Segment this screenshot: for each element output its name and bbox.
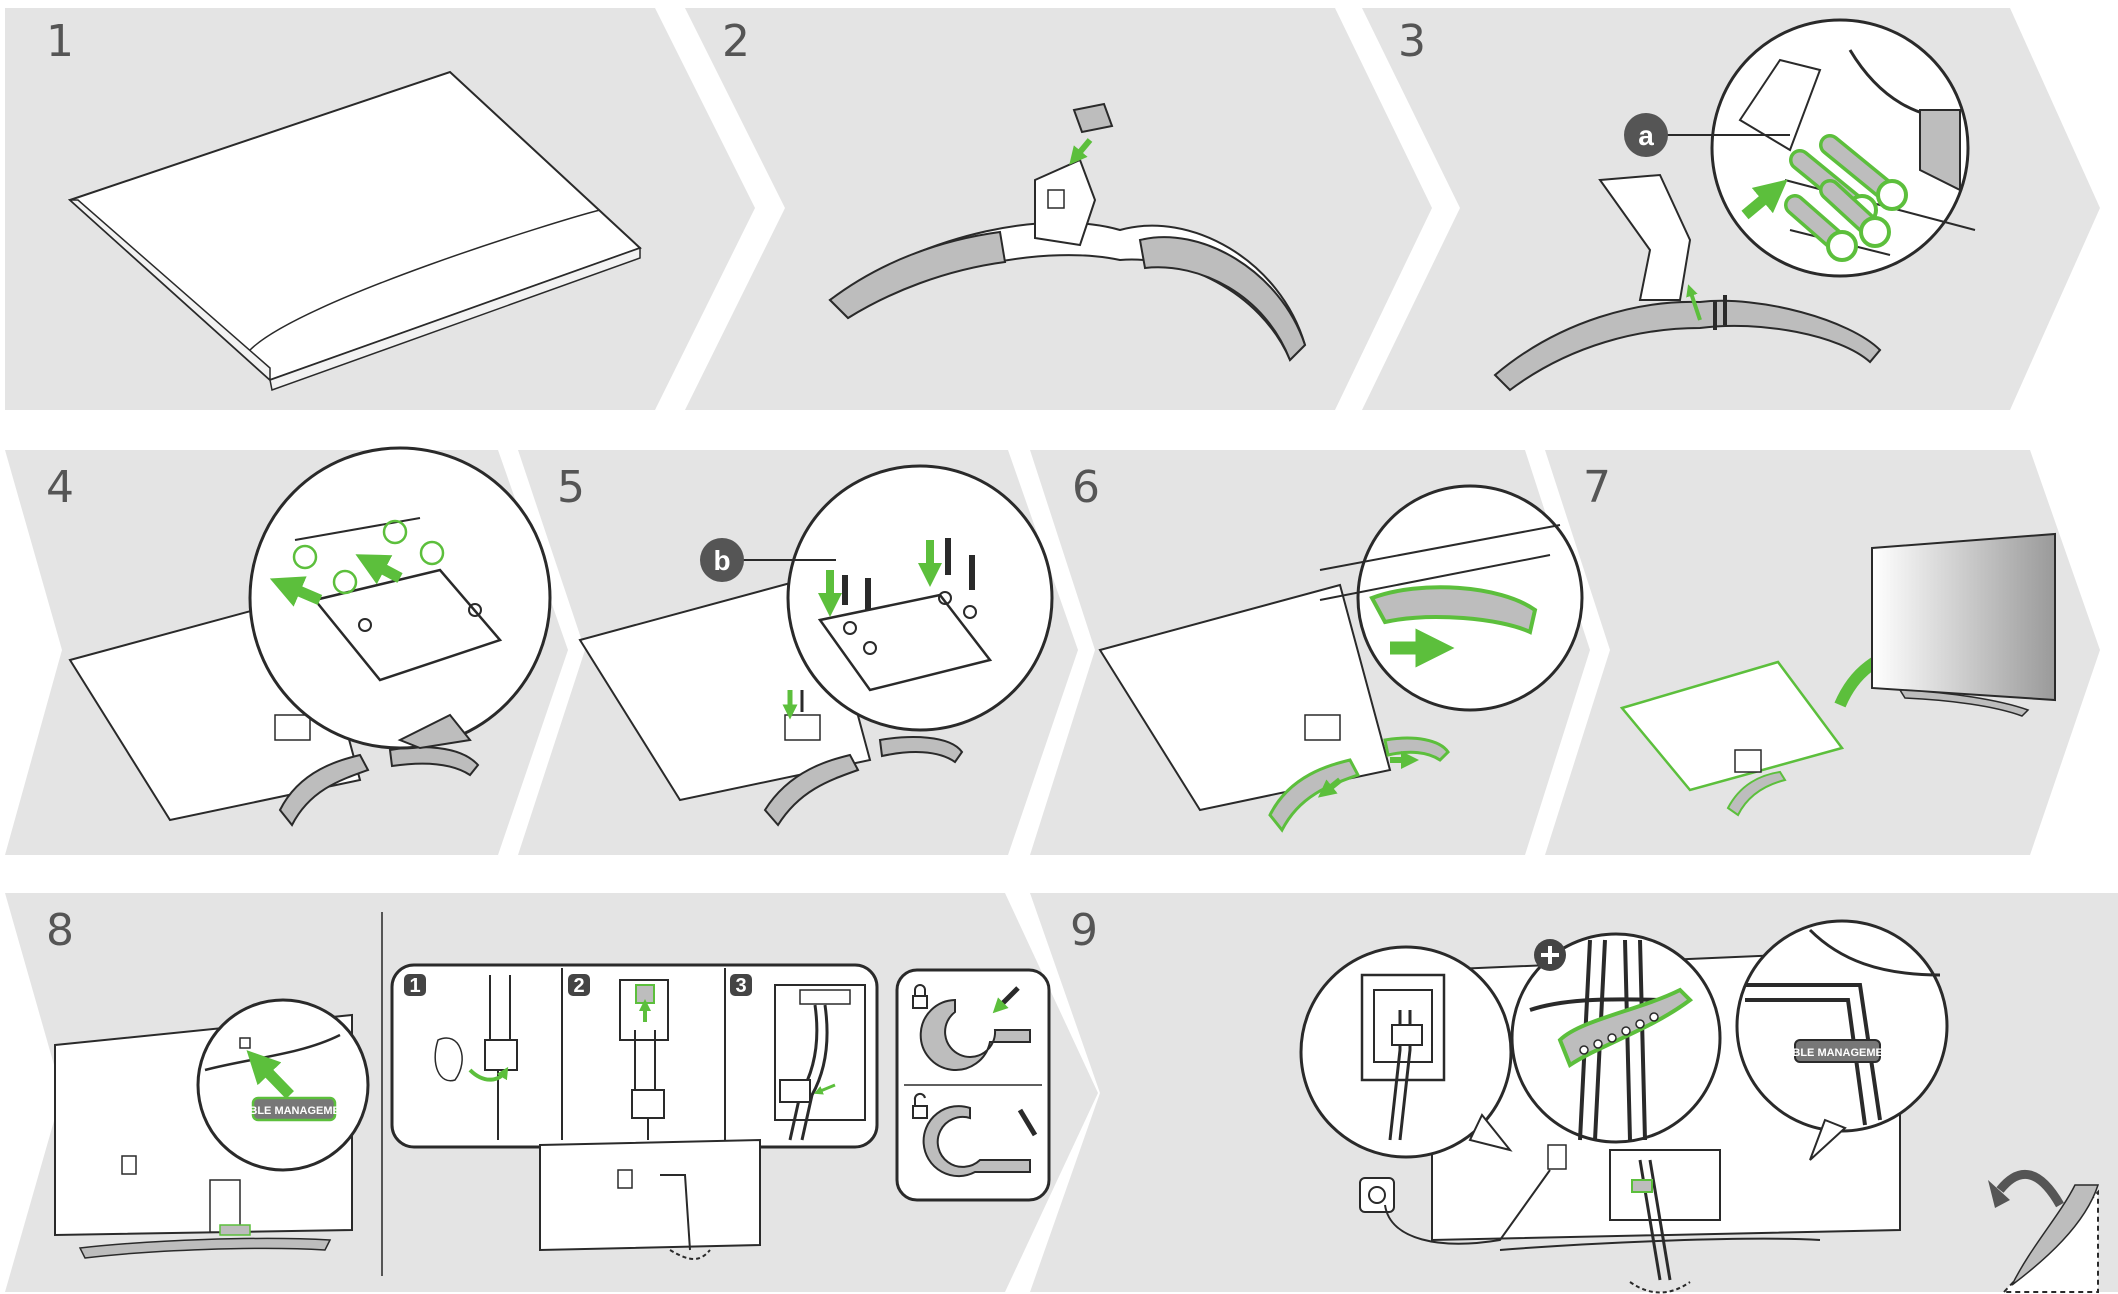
zoom-circle-screws-b <box>786 464 1054 732</box>
tv-rear-cable-routing <box>539 1138 761 1260</box>
screw <box>1819 134 1908 211</box>
step-6-panel: 6 <box>1030 450 1590 855</box>
step-7-panel: 7 <box>1545 450 2100 855</box>
sub-step-2-illustration <box>619 979 669 1140</box>
step-3-panel: 3 <box>1362 8 2100 410</box>
tv-standing <box>1871 532 2056 717</box>
callout-a-label: a <box>1638 120 1654 151</box>
sub-step-1-illustration <box>434 975 518 1140</box>
callout-b-label: b <box>713 545 730 576</box>
sub-step-2-number: 2 <box>573 975 584 997</box>
arrow-icon <box>1741 179 1788 220</box>
zoom-circle-cover-attached: CABLE MANAGEMENT <box>1735 919 1949 1161</box>
zoom-circle-cable-strap <box>1510 932 1722 1144</box>
step-9-panel: 9 <box>1030 893 2118 1294</box>
step-3-number: 3 <box>1398 16 1426 67</box>
stand-cap-part <box>1069 102 1114 165</box>
stand-base <box>828 158 1307 362</box>
arrow-icon <box>246 1050 294 1099</box>
step-2-panel: 2 <box>685 8 1432 410</box>
step-6-number: 6 <box>1072 462 1100 513</box>
cable-management-label: CABLE MANAGEMENT <box>1777 1047 1898 1059</box>
arrow-icon <box>355 554 403 585</box>
step-1-number: 1 <box>46 16 74 67</box>
zoom-circle-cover <box>1319 484 1584 712</box>
step-5-number: 5 <box>557 462 585 513</box>
lock-closed-icon <box>912 984 928 1009</box>
arrow-icon <box>269 576 323 607</box>
sub-step-3-number: 3 <box>735 975 746 997</box>
clip-open <box>922 1105 1038 1178</box>
plus-icon <box>1534 939 1566 971</box>
zoom-circle-insert-stand <box>248 446 552 750</box>
callout-a-badge <box>1624 113 1668 157</box>
clip-closed <box>919 986 1031 1071</box>
tv-back-with-stand <box>1098 583 1450 833</box>
step-1-panel: 1 <box>5 8 755 410</box>
sub-step-3-illustration <box>774 984 866 1141</box>
sub-steps-box: 1 2 3 <box>390 963 879 1170</box>
callout-b-badge <box>700 538 744 582</box>
sub-step-3-badge <box>730 974 752 996</box>
step-5-panel: 5 b <box>518 450 1078 855</box>
screw <box>1819 179 1891 248</box>
tv-panel-face-down <box>68 70 642 391</box>
sub-step-2-badge <box>568 974 590 996</box>
step-7-number: 7 <box>1583 462 1611 513</box>
lock-open-icon <box>912 1092 928 1119</box>
sub-step-1-number: 1 <box>409 975 420 997</box>
page-turn-icon <box>1988 1169 2100 1293</box>
zoom-circle-screws-a <box>1710 18 1976 278</box>
cable-management-cover <box>1794 1039 1881 1063</box>
step-4-number: 4 <box>46 462 74 513</box>
zoom-circle-power-socket <box>1299 945 1513 1159</box>
step-8-number: 8 <box>46 905 74 956</box>
clip-lock-box <box>895 968 1051 1202</box>
wall-outlet <box>1359 1177 1395 1213</box>
zoom-circle-cable-cover: CABLE MANAGEMENT <box>196 998 370 1172</box>
step-4-panel: 4 <box>5 446 568 855</box>
arrow-icon <box>1069 138 1093 165</box>
cable-management-label: CABLE MANAGEMENT <box>234 1105 355 1117</box>
sub-step-1-badge <box>404 974 426 996</box>
cable-management-cover <box>251 1096 337 1122</box>
tv-lying <box>1619 660 1845 817</box>
screw <box>1784 194 1858 262</box>
stand-with-neck <box>1493 173 1882 392</box>
step-8-panel: 8 CABLE MANAGEMENT 1 2 3 <box>5 893 1098 1292</box>
step-9-number: 9 <box>1070 905 1098 956</box>
step-2-number: 2 <box>722 16 750 67</box>
